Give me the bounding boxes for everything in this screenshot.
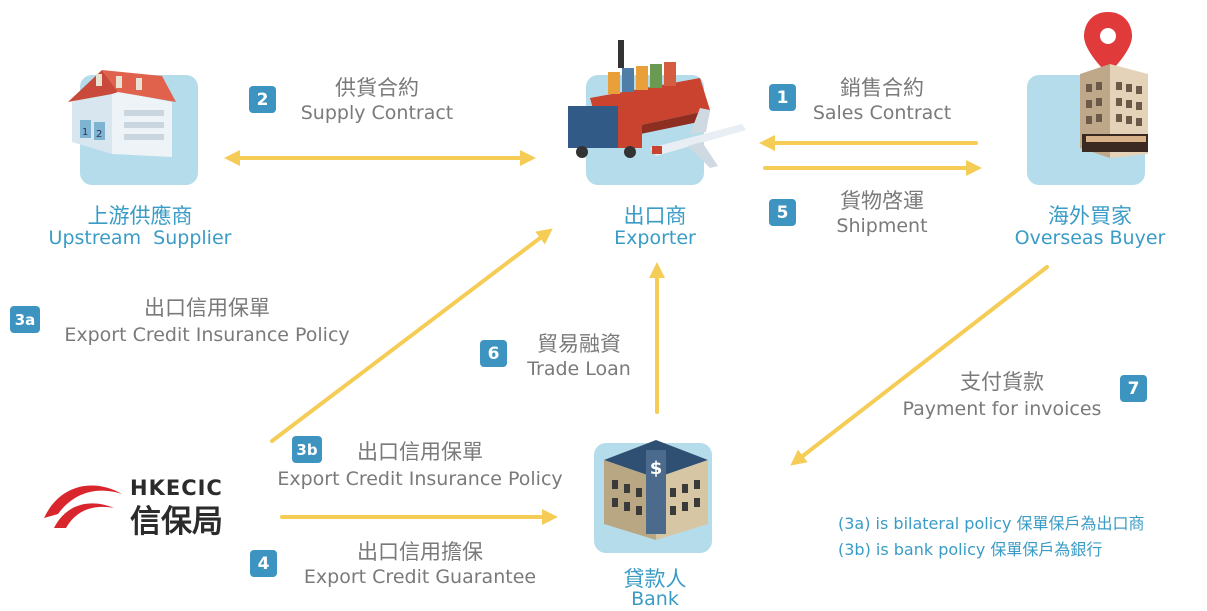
- arrow-3b-policy: [270, 228, 553, 443]
- step-4-label-zh: 出口信用擔保: [357, 540, 483, 564]
- step-6-badge: 6: [480, 340, 507, 367]
- arrow-payment: [790, 265, 1049, 466]
- bank-label-en: Bank: [631, 588, 679, 610]
- step-5-badge: 5: [769, 199, 796, 226]
- buyer-label-zh: 海外買家: [1048, 204, 1132, 228]
- step-7-label-zh: 支付貨款: [960, 370, 1044, 394]
- step-7-badge: 7: [1120, 375, 1147, 402]
- logo-text-zh: 信保局: [130, 504, 223, 540]
- step-3a-label-en: Export Credit Insurance Policy: [64, 324, 350, 346]
- step-1-label-en: Sales Contract: [812, 102, 952, 124]
- warehouse-icon: 1 2: [62, 62, 182, 166]
- step-4-label-en: Export Credit Guarantee: [303, 566, 537, 588]
- step-3a-label-zh: 出口信用保單: [144, 296, 270, 320]
- svg-text:2: 2: [96, 129, 102, 140]
- step-2-label-zh: 供貨合約: [335, 76, 419, 100]
- step-4-badge: 4: [250, 550, 277, 577]
- step-3a-badge: 3a: [10, 306, 40, 333]
- bank-label-zh: 貸款人: [623, 567, 687, 591]
- ship-truck-plane-icon: [560, 38, 750, 192]
- step-5-label-en: Shipment: [836, 215, 928, 237]
- note-3a: (3a) is bilateral policy 保單保戶為出口商: [838, 514, 1145, 533]
- exporter-label-en: Exporter: [614, 227, 696, 249]
- step-3b-label-zh: 出口信用保單: [357, 440, 483, 464]
- step-1-badge: 1: [769, 84, 796, 111]
- note-3b: (3b) is bank policy 保單保戶為銀行: [838, 540, 1103, 559]
- svg-text:$: $: [650, 458, 663, 479]
- svg-text:1: 1: [82, 127, 88, 138]
- bank-building-icon: $: [594, 420, 718, 554]
- step-6-label-en: Trade Loan: [527, 358, 631, 380]
- step-3b-label-en: Export Credit Insurance Policy: [277, 468, 563, 490]
- step-6-label-zh: 貿易融資: [537, 332, 621, 356]
- supplier-label-en: Upstream Supplier: [48, 227, 232, 249]
- logo-text-en: HKECIC: [130, 476, 223, 500]
- step-2-label-en: Supply Contract: [300, 102, 454, 124]
- exporter-label-zh: 出口商: [623, 204, 687, 228]
- buyer-label-en: Overseas Buyer: [1014, 227, 1166, 249]
- office-building-pin-icon: [1062, 8, 1162, 172]
- step-7-label-en: Payment for invoices: [902, 398, 1102, 420]
- supplier-label-zh: 上游供應商: [87, 204, 193, 228]
- step-2-badge: 2: [249, 86, 276, 113]
- step-1-label-zh: 銷售合約: [840, 76, 924, 100]
- step-5-label-zh: 貨物啓運: [840, 189, 924, 213]
- step-3b-badge: 3b: [292, 436, 322, 463]
- hkecic-logo-icon: [40, 474, 126, 534]
